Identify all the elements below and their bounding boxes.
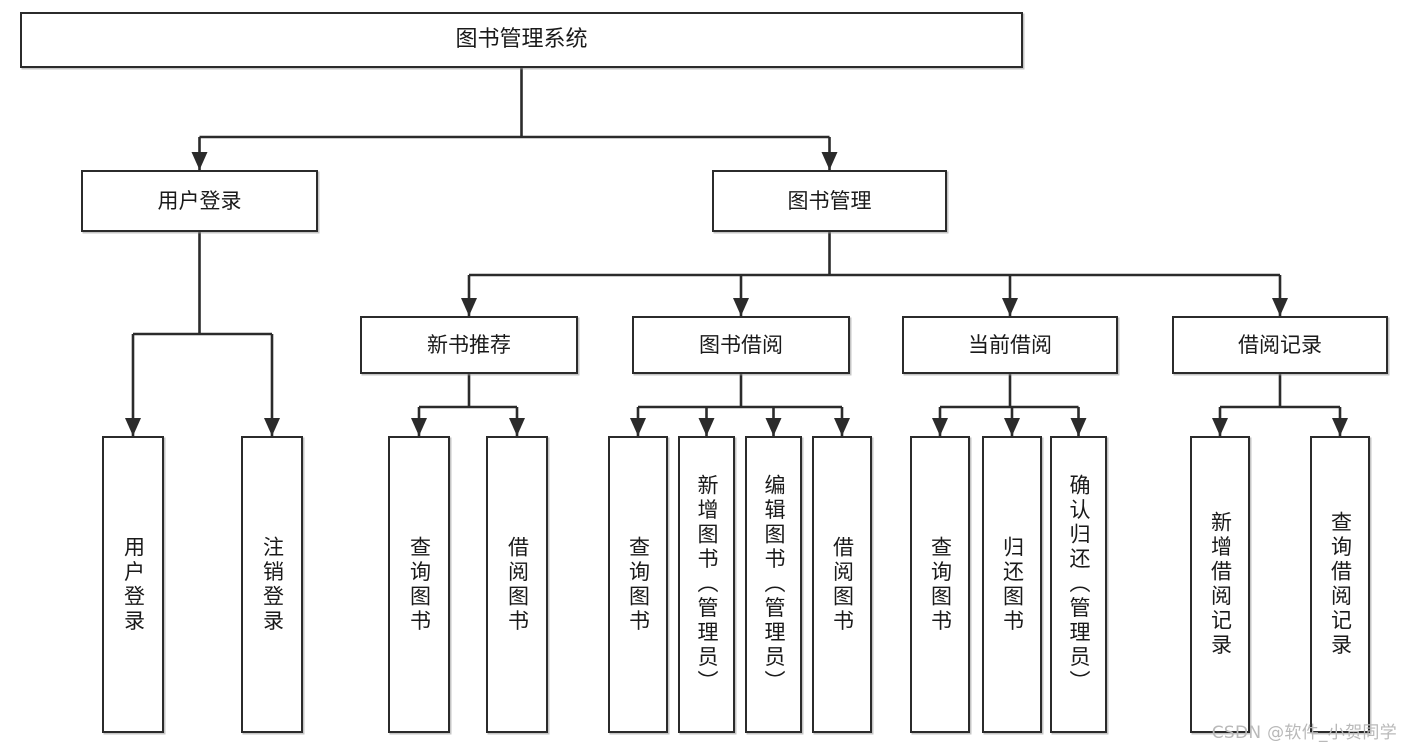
node-label: 借阅图书 xyxy=(505,535,530,634)
node-label: 借阅图书 xyxy=(830,535,855,634)
arrowhead xyxy=(1332,418,1348,436)
arrowhead xyxy=(411,418,427,436)
node-leaf_12[interactable]: 查询借阅记录 xyxy=(1310,436,1370,733)
node-label: 图书管理系统 xyxy=(455,27,588,53)
node-leaf_11[interactable]: 新增借阅记录 xyxy=(1190,436,1250,733)
node-leaf_3[interactable]: 借阅图书 xyxy=(486,436,548,733)
node-leaf_10[interactable]: 确认归还（管理员） xyxy=(1050,436,1107,733)
arrowhead xyxy=(509,418,525,436)
node-label: 图书借阅 xyxy=(699,332,783,357)
arrowhead xyxy=(821,152,838,170)
node-l2_3[interactable]: 借阅记录 xyxy=(1172,316,1388,374)
node-label: 用户登录 xyxy=(121,535,146,634)
node-root[interactable]: 图书管理系统 xyxy=(20,12,1023,68)
node-label: 新增借阅记录 xyxy=(1208,511,1233,658)
node-leaf_9[interactable]: 归还图书 xyxy=(982,436,1042,733)
arrowhead xyxy=(765,418,782,436)
node-label: 查询图书 xyxy=(407,535,432,634)
node-label: 查询图书 xyxy=(928,535,953,634)
node-label: 归还图书 xyxy=(1000,535,1025,634)
node-label: 用户登录 xyxy=(157,188,242,213)
arrowhead xyxy=(264,418,280,436)
node-leaf_0[interactable]: 用户登录 xyxy=(102,436,164,733)
node-label: 借阅记录 xyxy=(1238,332,1322,357)
node-l1_1[interactable]: 图书管理 xyxy=(712,170,947,232)
node-l2_0[interactable]: 新书推荐 xyxy=(360,316,578,374)
node-label: 图书管理 xyxy=(787,188,872,213)
arrowhead xyxy=(1070,418,1087,436)
node-leaf_6[interactable]: 编辑图书（管理员） xyxy=(745,436,802,733)
arrowhead xyxy=(1004,418,1020,436)
node-label: 查询借阅记录 xyxy=(1328,511,1353,658)
arrowhead xyxy=(733,298,749,316)
node-label: 当前借阅 xyxy=(968,332,1052,357)
node-label: 查询图书 xyxy=(626,535,651,634)
node-leaf_7[interactable]: 借阅图书 xyxy=(812,436,872,733)
node-label: 注销登录 xyxy=(260,535,285,634)
arrowhead xyxy=(461,298,477,316)
node-label: 新增图书（管理员） xyxy=(695,474,719,695)
arrowhead xyxy=(1272,298,1288,316)
node-label: 编辑图书（管理员） xyxy=(762,474,786,695)
node-label: 确认归还（管理员） xyxy=(1067,474,1091,695)
arrowhead xyxy=(630,418,646,436)
node-l2_2[interactable]: 当前借阅 xyxy=(902,316,1118,374)
node-leaf_2[interactable]: 查询图书 xyxy=(388,436,450,733)
node-l1_0[interactable]: 用户登录 xyxy=(81,170,318,232)
node-label: 新书推荐 xyxy=(427,332,511,357)
arrowhead xyxy=(125,418,141,436)
arrowhead xyxy=(1002,298,1018,316)
node-l2_1[interactable]: 图书借阅 xyxy=(632,316,850,374)
arrowhead xyxy=(1212,418,1228,436)
arrowhead xyxy=(191,152,208,170)
node-leaf_5[interactable]: 新增图书（管理员） xyxy=(678,436,735,733)
arrowhead xyxy=(834,418,850,436)
node-leaf_1[interactable]: 注销登录 xyxy=(241,436,303,733)
arrowhead xyxy=(932,418,948,436)
node-leaf_4[interactable]: 查询图书 xyxy=(608,436,668,733)
node-leaf_8[interactable]: 查询图书 xyxy=(910,436,970,733)
arrowhead xyxy=(698,418,715,436)
